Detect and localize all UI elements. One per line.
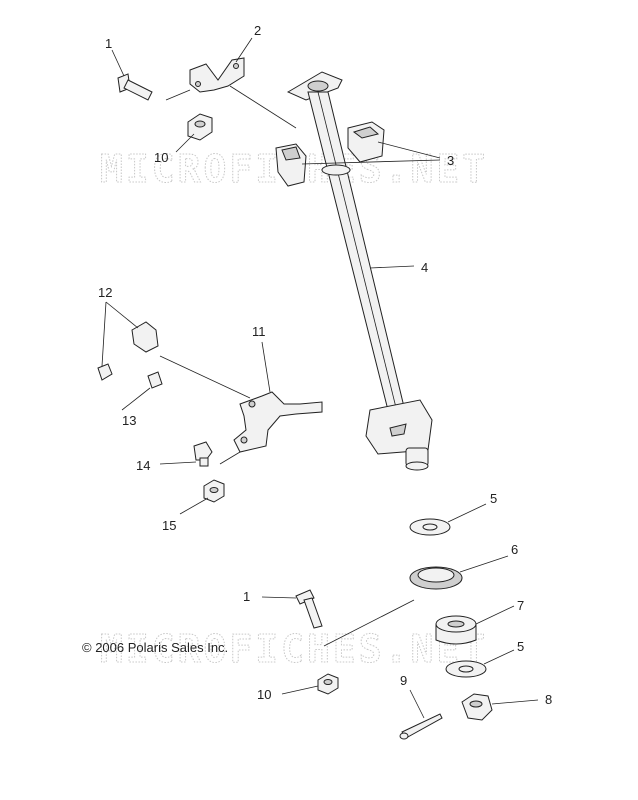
callout-10-top: 10 [154,150,168,165]
nut-part-10-top [187,113,213,141]
washer-part-5-top [409,518,451,536]
callout-12: 12 [98,285,112,300]
callout-8: 8 [545,692,552,707]
steering-column-shaft [286,71,433,471]
copyright-text: © 2006 Polaris Sales Inc. [82,640,228,655]
clip-part-12 [97,321,159,381]
callout-6: 6 [511,542,518,557]
callout-9: 9 [400,673,407,688]
seal-part-6 [409,566,463,590]
callout-1-top: 1 [105,36,112,51]
bolt-part-1-bottom [295,589,323,629]
callout-10-bottom: 10 [257,687,271,702]
callout-15: 15 [162,518,176,533]
callout-11: 11 [252,324,266,339]
callout-2: 2 [254,23,261,38]
callout-1-bottom: 1 [243,589,250,604]
nut-part-10-bottom [317,673,339,695]
clamp-part-2 [189,57,245,93]
nut-part-15 [203,479,225,503]
watermark-lower: MICROFICHES.NET [100,627,488,671]
callout-3: 3 [447,153,454,168]
screw-part-13 [147,371,163,389]
washer-part-5-bottom [445,660,487,678]
callout-7: 7 [517,598,524,613]
callout-13: 13 [122,413,136,428]
bolt-part-14 [193,441,213,467]
bracket-part-11 [233,391,323,453]
bushing-part-3 [275,121,385,187]
bushing-part-7 [435,615,477,645]
nut-part-8 [461,693,493,721]
callout-4: 4 [421,260,428,275]
bolt-part-1-top [117,73,153,101]
leader-lines [101,37,539,719]
callout-5-top: 5 [490,491,497,506]
cotter-pin-part-9 [399,713,443,740]
callout-14: 14 [136,458,150,473]
callout-5-bottom: 5 [517,639,524,654]
